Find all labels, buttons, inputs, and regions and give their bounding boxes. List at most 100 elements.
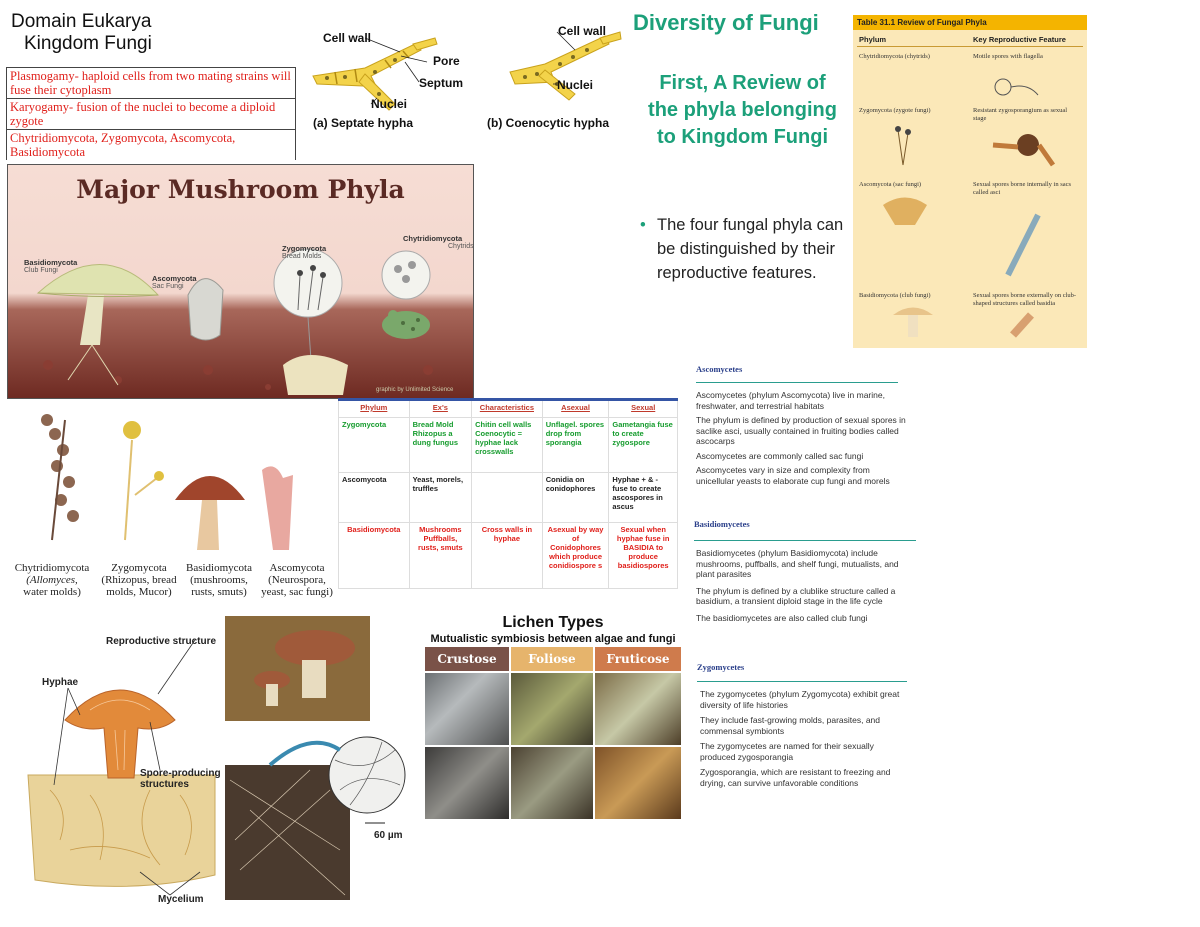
cell: Conidia on conidophores bbox=[541, 472, 610, 523]
cell: Mushrooms Puffballs, rusts, smuts bbox=[408, 522, 473, 589]
cell: Hyphae + & - fuse to create ascospores i… bbox=[608, 472, 678, 523]
lichen-subtitle: Mutualistic symbiosis between algae and … bbox=[430, 633, 676, 645]
table-row-phylum: Zygomycota (zygote fungi) bbox=[859, 107, 931, 114]
cell: Cross walls in hyphae bbox=[471, 522, 543, 589]
plate-chytrid: Chytridiomycota (Allomyces, water molds) bbox=[12, 562, 92, 598]
list-item: The zygomycetes are named for their sexu… bbox=[700, 741, 874, 762]
basidiomycetes-list: Basidiomycetes (phylum Basidiomycota) in… bbox=[696, 548, 911, 623]
domain-title: Domain Eukarya bbox=[11, 11, 152, 32]
plate-zygo: Zygomycota (Rhizopus, bread molds, Mucor… bbox=[99, 562, 179, 598]
bullet-text: The four fungal phyla can be distinguish… bbox=[657, 216, 844, 282]
label-spore-structures: Spore-producing structures bbox=[140, 768, 221, 790]
poster-illustration bbox=[36, 248, 433, 395]
cell: Ascomycota bbox=[338, 472, 410, 523]
lichen-photo-fruticose-1 bbox=[595, 673, 681, 745]
label-mycelium: Mycelium bbox=[158, 894, 204, 905]
fungi-plates-illustration bbox=[41, 414, 293, 550]
cell: Bread Mold Rhizopus a dung fungus bbox=[408, 417, 473, 473]
table-row-feature: Resistant zygosporangium as sexual stage bbox=[973, 107, 1068, 122]
cell: Asexual by way of Conidophores which pro… bbox=[541, 522, 610, 589]
list-item: Ascomycetes (phylum Ascomycota) live in … bbox=[696, 390, 885, 411]
header-characteristics: Characteristics bbox=[471, 399, 543, 418]
list-item: The phylum is defined by production of s… bbox=[696, 415, 906, 446]
table-row: Basidiomycota Mushrooms Puffballs, rusts… bbox=[338, 522, 678, 589]
cell: Sexual when hyphae fuse in BASIDIA to pr… bbox=[608, 522, 678, 589]
definition-plasmogamy: Plasmogamy- haploid cells from two matin… bbox=[7, 67, 295, 99]
cell: Yeast, morels, truffles bbox=[408, 472, 473, 523]
poster-title: Major Mushroom Phyla bbox=[76, 175, 405, 204]
label-reproductive-structure: Reproductive structure bbox=[106, 636, 217, 647]
plate-asco-ex1: (Neurospora, bbox=[268, 574, 326, 586]
label-cell-wall-a: Cell wall bbox=[323, 31, 372, 45]
label-cell-wall-b: Cell wall bbox=[558, 24, 607, 38]
header-sexual: Sexual bbox=[608, 399, 678, 418]
label-nuclei-b: Nuclei bbox=[557, 78, 594, 92]
list-item: Ascomycetes are commonly called sac fung… bbox=[696, 450, 864, 461]
phylum-table: Phylum Ex's Characteristics Asexual Sexu… bbox=[338, 398, 678, 589]
header-phylum: Phylum bbox=[338, 399, 410, 418]
list-item: The zygomycetes (phylum Zygomycota) exhi… bbox=[700, 689, 900, 710]
label-hyphae: Hyphae bbox=[42, 677, 79, 688]
poster-sub-asco: Sac Fungi bbox=[152, 283, 184, 290]
scale-bar-label: 60 µm bbox=[374, 830, 403, 841]
label-nuclei-a: Nuclei bbox=[371, 97, 408, 111]
plate-zygo-ex2: molds, Mucor) bbox=[106, 586, 172, 598]
table-31-1-col-phylum: Phylum bbox=[859, 35, 887, 44]
bullet-dot: • bbox=[640, 216, 646, 234]
plate-basidio-ex2: rusts, smuts) bbox=[191, 586, 247, 598]
cell: Basidiomycota bbox=[338, 522, 410, 589]
header-examples: Ex's bbox=[408, 399, 473, 418]
poster-sub-chytrid: Chytrids bbox=[448, 243, 474, 250]
plate-zygo-ex1: (Rhizopus, bread bbox=[101, 574, 177, 586]
plate-chytrid-name: Chytridiomycota bbox=[14, 562, 90, 574]
table-row: Zygomycota Bread Mold Rhizopus a dung fu… bbox=[338, 417, 678, 473]
plate-chytrid-ex1: (Allomyces, bbox=[26, 574, 78, 586]
diversity-title: Diversity of Fungi bbox=[633, 10, 819, 35]
hyphae-illustration bbox=[312, 31, 622, 111]
list-item: They include fast-growing molds, parasit… bbox=[700, 715, 881, 736]
caption-coenocytic: (b) Coenocytic hypha bbox=[487, 116, 610, 130]
plate-asco: Ascomycota (Neurospora, yeast, sac fungi… bbox=[257, 562, 337, 598]
poster-credit: graphic by Unlimited Science bbox=[376, 387, 454, 393]
poster-label-basidio: Basidiomycota bbox=[24, 258, 78, 267]
ascomycetes-heading: Ascomycetes bbox=[696, 364, 743, 374]
mushroom-phyla-poster: Major Mushroom Phyla Basidiomycota Club … bbox=[7, 164, 474, 399]
plate-zygo-name: Zygomycota bbox=[111, 562, 167, 574]
cell: Unflagel. spores drop from sporangia bbox=[541, 417, 610, 473]
mushroom-structure-illustration bbox=[27, 616, 406, 900]
mushroom-structure-diagram: Reproductive structure Hyphae Spore-prod… bbox=[10, 610, 420, 910]
table-row-feature: Sexual spores borne externally on club-s… bbox=[973, 292, 1077, 307]
table-31-1: Table 31.1 Review of Fungal Phyla Phylum… bbox=[853, 15, 1087, 348]
list-item: Zygosporangia, which are resistant to fr… bbox=[700, 767, 891, 788]
kingdom-title: Kingdom Fungi bbox=[24, 33, 152, 54]
zygomycetes-heading: Zygomycetes bbox=[697, 662, 745, 672]
lichen-type-foliose: Foliose bbox=[511, 647, 593, 671]
phylum-table-header: Phylum Ex's Characteristics Asexual Sexu… bbox=[338, 399, 678, 418]
hyphae-figure: Cell wall Pore Septum Nuclei (a) Septate… bbox=[305, 24, 625, 134]
lichen-type-crustose: Crustose bbox=[425, 647, 509, 671]
definition-karyogamy: Karyogamy- fusion of the nuclei to becom… bbox=[7, 99, 295, 130]
label-septum: Septum bbox=[419, 76, 464, 90]
table-row-phylum: Ascomycota (sac fungi) bbox=[859, 181, 922, 188]
plate-basidio-name: Basidiomycota bbox=[186, 562, 252, 574]
cell: Chitin cell walls Coenocytic = hyphae la… bbox=[471, 417, 543, 473]
cell bbox=[471, 472, 543, 523]
cell: Zygomycota bbox=[338, 417, 410, 473]
ascomycetes-list: Ascomycetes (phylum Ascomycota) live in … bbox=[696, 390, 906, 486]
list-item: The basidiomycetes are also called club … bbox=[696, 612, 868, 623]
poster-label-asco: Ascomycota bbox=[152, 274, 197, 283]
plate-basidio: Basidiomycota (mushrooms, rusts, smuts) bbox=[179, 562, 259, 598]
review-heading: First, A Review of the phyla belonging t… bbox=[648, 72, 837, 148]
definition-phyla: Chytridiomycota, Zygomycota, Ascomycota,… bbox=[10, 131, 236, 159]
table-31-1-illustrations bbox=[883, 78, 1056, 338]
table-row-phylum: Chytridiomycota (chytrids) bbox=[859, 53, 930, 60]
label-pore: Pore bbox=[433, 54, 460, 68]
diversity-bullet: • The four fungal phyla can be distingui… bbox=[640, 213, 845, 285]
zygomycetes-list: The zygomycetes (phylum Zygomycota) exhi… bbox=[700, 689, 905, 788]
header-asexual: Asexual bbox=[541, 399, 610, 418]
poster-sub-basidio: Club Fungi bbox=[24, 267, 58, 274]
poster-label-zygo: Zygomycota bbox=[282, 244, 327, 253]
table-row-feature: Sexual spores borne internally in sacs c… bbox=[973, 181, 1072, 196]
poster-sub-zygo: Bread Molds bbox=[282, 253, 322, 260]
lichen-photo-foliose-1 bbox=[511, 673, 593, 745]
